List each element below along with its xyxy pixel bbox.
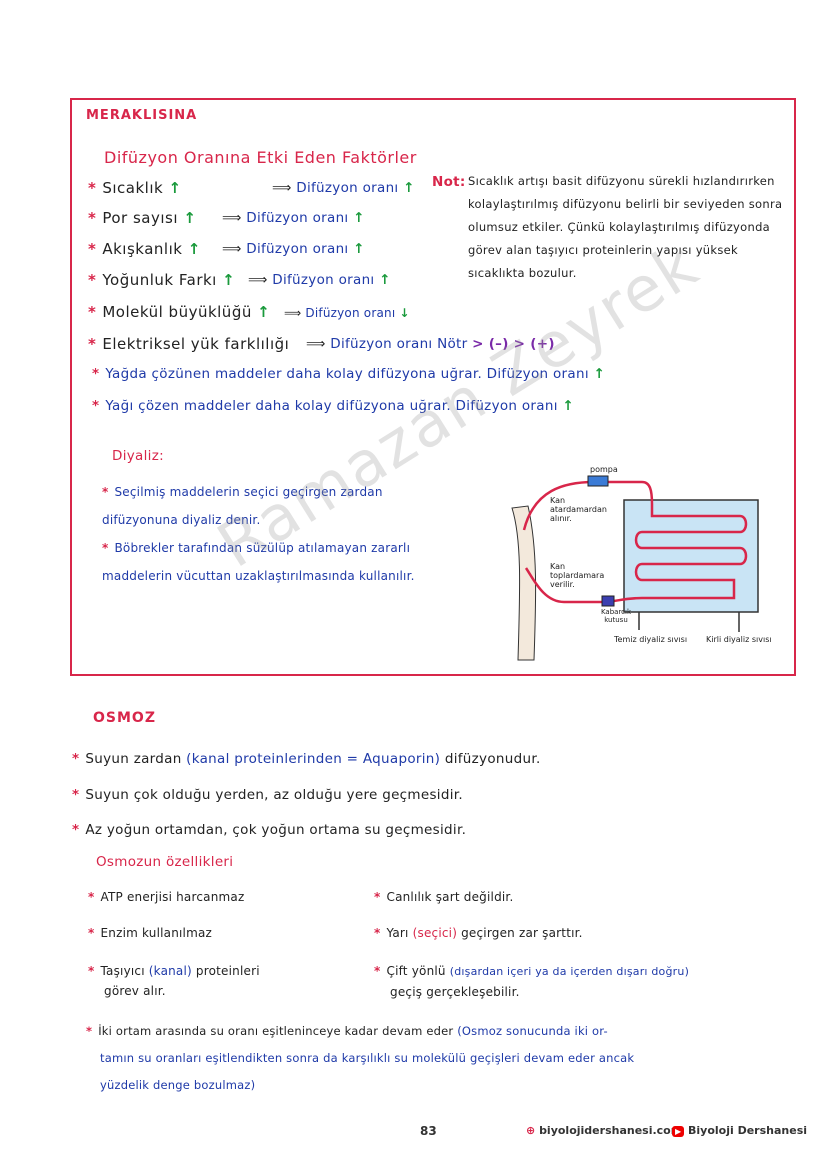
factor-effect: ⟹ Difüzyon oranı ↑ xyxy=(248,272,391,288)
long-right-arrow-icon: ⟹ xyxy=(248,272,268,288)
dialysis-item: *Böbrekler tarafından süzülüp atılamayan… xyxy=(102,541,415,583)
osmoz-line: *Suyun çok olduğu yerden, az olduğu yere… xyxy=(72,787,463,803)
footer-site[interactable]: ⊕ biyolojidershanesi.com xyxy=(526,1124,683,1137)
note-label: Not: xyxy=(432,174,466,190)
osmoz-prop: *Yarı (seçici) geçirgen zar şarttır. xyxy=(374,926,583,940)
long-right-arrow-icon: ⟹ xyxy=(222,241,242,257)
osmoz-prop: *Enzim kullanılmaz xyxy=(88,926,213,940)
dialysis-tank xyxy=(623,499,759,613)
fat-solvent-row: *Yağda çözünen maddeler daha kolay difüz… xyxy=(92,366,606,382)
up-arrow-icon: ↑ xyxy=(379,272,391,288)
dirty-fluid-label: Kirli diyaliz sıvısı xyxy=(706,635,772,644)
up-arrow-icon: ↑ xyxy=(593,366,606,382)
charge-row: *Elektriksel yük farklılığı xyxy=(88,335,290,353)
blood-tube xyxy=(522,480,748,604)
globe-icon: ⊕ xyxy=(526,1124,536,1137)
up-arrow-icon: ↑ xyxy=(562,398,574,414)
osmoz-title: OSMOZ xyxy=(93,710,156,726)
dialysis-title: Diyaliz: xyxy=(112,448,164,464)
footer-youtube[interactable]: ▶ Biyoloji Dershanesi xyxy=(672,1124,807,1137)
osmoz-props-title: Osmozun özellikleri xyxy=(96,854,234,870)
up-arrow-icon: ↑ xyxy=(353,210,365,226)
factor-effect: ⟹ Difüzyon oranı ↑ xyxy=(222,210,365,226)
clean-fluid-label: Temiz diyaliz sıvısı xyxy=(613,635,687,644)
youtube-icon: ▶ xyxy=(672,1126,685,1137)
osmoz-prop: *ATP enerjisi harcanmaz xyxy=(88,890,245,904)
meraklisina-box: MERAKLISINA Difüzyon Oranına Etki Eden F… xyxy=(70,98,796,676)
box-heading: MERAKLISINA xyxy=(86,108,198,123)
factor-effect: ⟹ Difüzyon oranı ↓ xyxy=(284,306,410,320)
arm-shape xyxy=(511,505,537,661)
osmoz-line: *Az yoğun ortamdan, çok yoğun ortama su … xyxy=(72,822,467,838)
long-right-arrow-icon: ⟹ xyxy=(284,306,302,320)
osmoz-prop: *Canlılık şart değildir. xyxy=(374,890,514,904)
factor-row: *Por sayısı ↑ xyxy=(88,209,197,227)
up-arrow-icon: ↑ xyxy=(187,240,201,258)
factor-row: *Molekül büyüklüğü ↑ xyxy=(88,303,271,321)
bubble-trap-icon xyxy=(601,595,615,607)
fat-dissolver-row: *Yağı çözen maddeler daha kolay difüzyon… xyxy=(92,398,574,414)
bubble-trap-label: Kabarcık kutusu xyxy=(600,608,632,624)
pump-icon xyxy=(587,475,609,487)
up-arrow-icon: ↑ xyxy=(168,179,182,197)
up-arrow-icon: ↑ xyxy=(257,303,271,321)
charge-effect: ⟹ Difüzyon oranı Nötr > (–) > (+) xyxy=(306,336,555,352)
down-arrow-icon: ↓ xyxy=(399,306,410,320)
factor-effect: ⟹ Difüzyon oranı ↑ xyxy=(222,241,365,257)
pump-label: pompa xyxy=(590,465,618,474)
blood-out-label: Kan toplardamara verilir. xyxy=(550,562,605,589)
blood-in-label: Kan atardamardan alınır. xyxy=(550,496,607,523)
osmoz-line: *Suyun zardan (kanal proteinlerinden = A… xyxy=(72,751,541,767)
osmoz-prop: *Çift yönlü (dışardan içeri ya da içerde… xyxy=(374,964,690,999)
up-arrow-icon: ↑ xyxy=(403,180,415,196)
up-arrow-icon: ↑ xyxy=(353,241,365,257)
factors-title: Difüzyon Oranına Etki Eden Faktörler xyxy=(104,148,417,167)
factor-row: *Yoğunluk Farkı ↑ xyxy=(88,271,236,289)
osmoz-final: *İki ortam arasında su oranı eşitlenince… xyxy=(86,1024,635,1092)
long-right-arrow-icon: ⟹ xyxy=(306,336,326,352)
long-right-arrow-icon: ⟹ xyxy=(222,210,242,226)
long-right-arrow-icon: ⟹ xyxy=(272,180,292,196)
osmoz-prop: *Taşıyıcı (kanal) proteinleri görev alır… xyxy=(88,964,260,998)
factor-effect: ⟹ Difüzyon oranı ↑ xyxy=(272,180,415,196)
dialysis-diagram: pompa Temiz diyaliz sıvısı Kirli diyaliz… xyxy=(511,465,772,661)
note-text: Sıcaklık artışı basit difüzyonu sürekli … xyxy=(468,174,783,280)
factor-row: *Sıcaklık ↑ xyxy=(88,179,182,197)
page-number: 83 xyxy=(420,1124,437,1138)
up-arrow-icon: ↑ xyxy=(183,209,197,227)
up-arrow-icon: ↑ xyxy=(222,271,236,289)
factor-row: *Akışkanlık ↑ xyxy=(88,240,201,258)
dialysis-item: *Seçilmiş maddelerin seçici geçirgen zar… xyxy=(102,485,383,527)
